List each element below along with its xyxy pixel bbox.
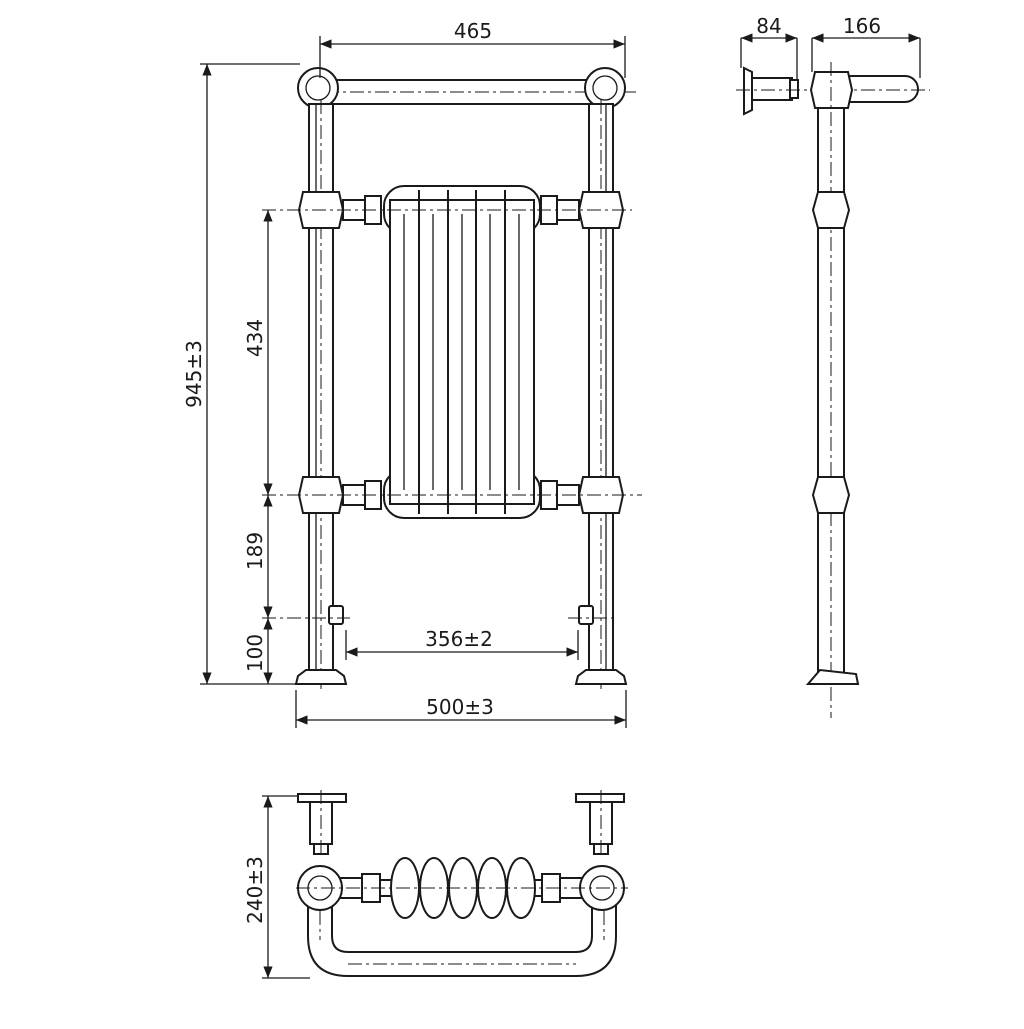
right-leg — [574, 100, 628, 690]
dim-lower-rail: 189 — [243, 532, 267, 570]
dim-height: 945±3 — [182, 340, 206, 408]
top-towel-rail — [297, 67, 636, 109]
left-leg — [294, 100, 348, 690]
plan-view — [262, 790, 628, 979]
front-dimensions — [200, 36, 627, 728]
dim-top-width: 465 — [454, 19, 492, 43]
dim-overall-width: 500±3 — [426, 695, 494, 719]
dim-valve-height: 100 — [243, 634, 267, 672]
front-elevation — [262, 67, 642, 690]
dim-valve-centres: 356±2 — [425, 627, 493, 651]
dim-plan-depth: 240±3 — [243, 856, 267, 924]
side-elevation — [736, 33, 930, 718]
dim-wall-offset: 84 — [756, 14, 781, 38]
dim-side-depth: 166 — [843, 14, 881, 38]
dim-rail-spacing: 434 — [243, 319, 267, 357]
column-radiator — [262, 185, 642, 619]
